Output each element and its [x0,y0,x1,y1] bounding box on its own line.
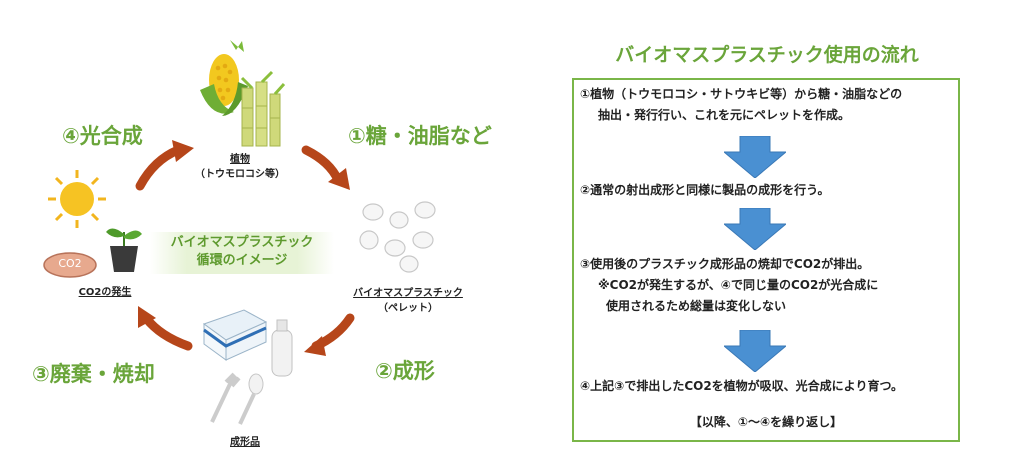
arrow-co2-to-plant [135,145,183,191]
center-title-line2: 循環のイメージ [196,253,288,268]
pellet-caption-sub: （ペレット） [378,303,438,314]
plant-caption-title: 植物 [230,154,250,165]
down-arrow-icon [724,208,786,250]
cycle-center-title: バイオマスプラスチック 循環のイメージ [150,232,334,274]
cycle-label-disposal: ③廃棄・焼却 [32,362,155,386]
plant-caption-sub: （トウモロコシ等） [195,169,285,180]
cycle-label-sugar-oil: ①糖・油脂など [348,124,492,148]
flow-box: ①植物（トウモロコシ・サトウキビ等）から糖・油脂などの 抽出・発行行い、これを元… [572,78,960,442]
co2-bubble-label: CO2 [58,257,82,270]
cycle-label-photosynthesis: ④光合成 [62,124,143,148]
arrow-product-to-co2 [141,313,193,351]
cycle-arrows [135,140,355,356]
pellet-caption: バイオマスプラスチック （ペレット） [338,284,478,314]
co2-caption: CO2の発生 [70,283,140,298]
co2-caption-title: CO2の発生 [78,287,132,298]
center-title-line1: バイオマスプラスチック [170,235,314,250]
flow-step-1-line1: ①植物（トウモロコシ・サトウキビ等）から糖・油脂などの [580,87,903,101]
co2-bubble-icon [43,252,97,278]
flow-repeat-note: 【以降、①～④を繰り返し】 [689,415,843,429]
pellet-caption-title: バイオマスプラスチック [353,288,463,299]
flow-step-3-note2: 使用されるため総量は変化しない [606,299,787,313]
flow-step-4: ④上記③で排出したCO2を植物が吸収、光合成により育つ。 [580,379,903,393]
molded-caption-title: 成形品 [230,437,260,448]
sun-icon [48,170,106,228]
pellets-icon [359,201,436,273]
flow-step-2: ②通常の射出成形と同様に製品の成形を行う。 [580,183,830,197]
molded-products-icon [202,309,293,425]
down-arrow-icon [724,330,786,372]
flow-step-1-line2: 抽出・発行行い、これを元にペレットを作成。 [598,108,851,122]
arrow-plant-to-pellet [301,145,343,185]
flow-title: バイオマスプラスチック使用の流れ [615,44,919,66]
plant-caption: 植物 （トウモロコシ等） [190,150,290,180]
flow-step-3-line1: ③使用後のプラスチック成形品の焼却でCO2が排出。 [580,257,870,271]
flow-step-3-note1: ※CO2が発生するが、④で同じ量のCO2が光合成に [598,278,879,292]
flow-step-1: ①植物（トウモロコシ・サトウキビ等）から糖・油脂などの 抽出・発行行い、これを元… [580,84,902,126]
corn-sugarcane-icon [200,40,286,147]
down-arrow-icon [724,136,786,178]
flow-step-3: ③使用後のプラスチック成形品の焼却でCO2が排出。 ※CO2が発生するが、④で同… [580,254,878,317]
seedling-icon [106,228,142,272]
cycle-label-molding: ②成形 [375,359,435,383]
molded-caption: 成形品 [210,433,280,448]
